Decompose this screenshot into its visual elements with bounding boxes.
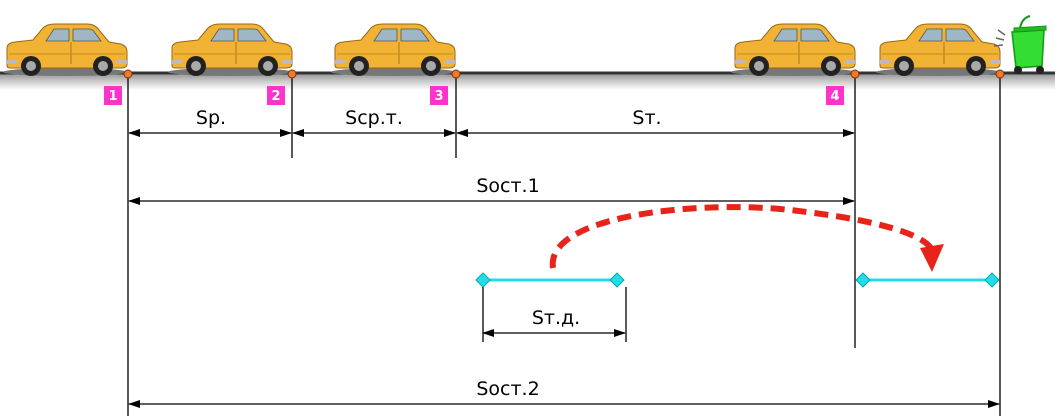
marker-4: 4 xyxy=(826,86,844,105)
label-st: Sт. xyxy=(632,107,661,129)
marker-1: 1 xyxy=(104,86,122,105)
position-point-3 xyxy=(451,69,461,79)
car-icon xyxy=(875,23,1001,77)
trash-bin-icon xyxy=(993,15,1047,74)
label-scpt: Scp.т. xyxy=(345,107,403,129)
car-icon xyxy=(167,23,293,77)
transfer-arrow xyxy=(549,204,944,272)
label-std: Sт.д. xyxy=(532,307,580,329)
segment-std-original xyxy=(475,272,625,288)
svg-text:4: 4 xyxy=(830,89,839,104)
position-point-4 xyxy=(850,69,860,79)
position-point-2 xyxy=(287,69,297,79)
marker-3: 3 xyxy=(430,86,448,105)
obstacle-point xyxy=(995,69,1005,79)
label-sost2: Sост.2 xyxy=(476,378,539,400)
svg-text:2: 2 xyxy=(271,89,280,104)
svg-text:3: 3 xyxy=(434,89,443,104)
segment-std-moved xyxy=(855,272,1000,288)
position-point-1 xyxy=(123,69,133,79)
road xyxy=(0,72,1055,90)
label-sp: Sp. xyxy=(196,107,226,129)
car-icon xyxy=(730,23,856,77)
svg-text:1: 1 xyxy=(108,89,117,104)
marker-2: 2 xyxy=(267,86,285,105)
car-icon xyxy=(330,23,456,77)
car-icon xyxy=(2,23,128,77)
label-sost1: Sост.1 xyxy=(476,175,539,197)
